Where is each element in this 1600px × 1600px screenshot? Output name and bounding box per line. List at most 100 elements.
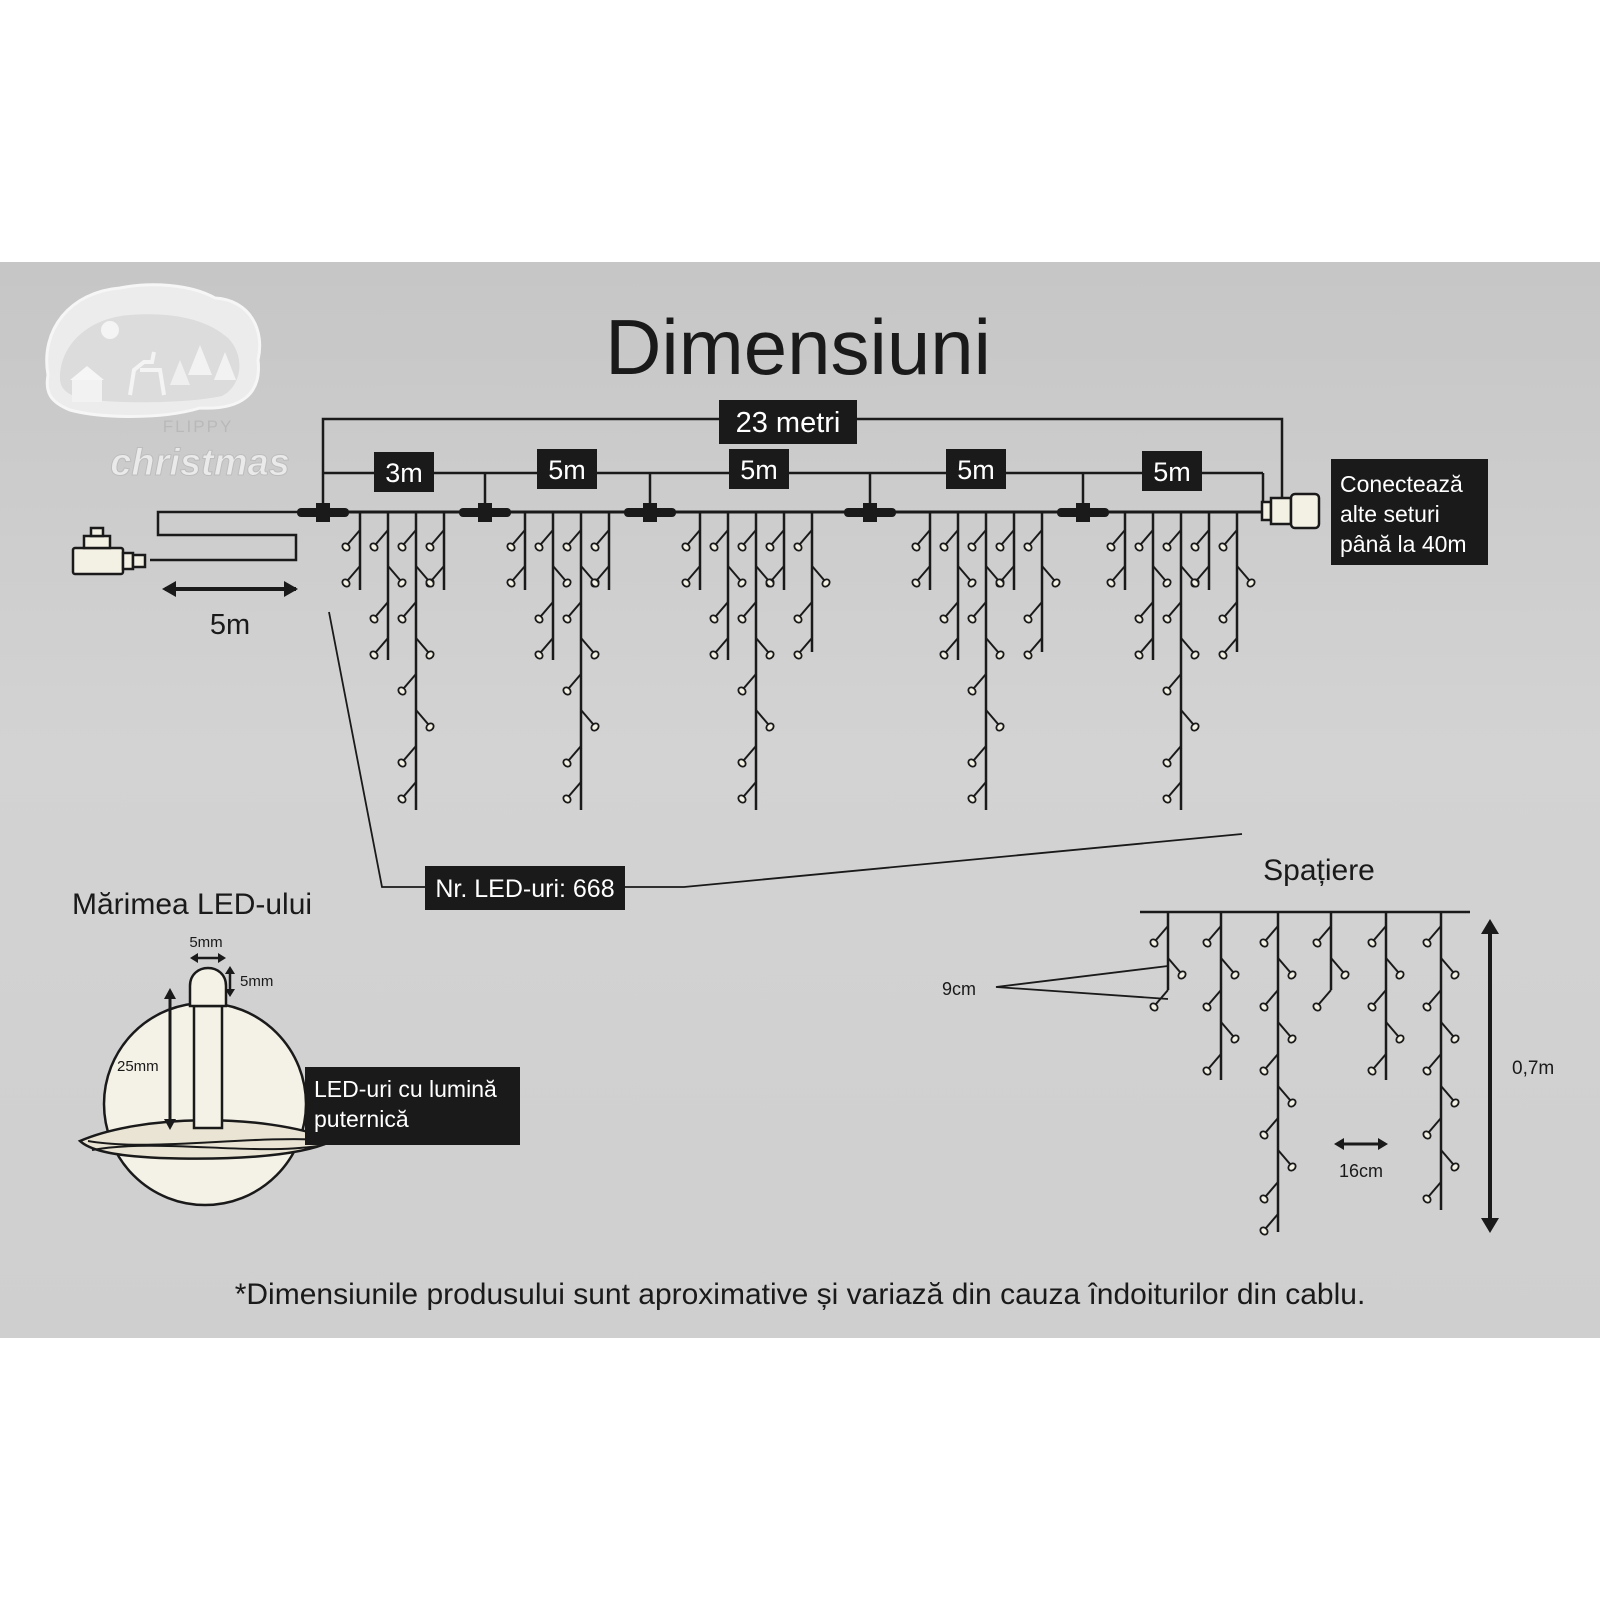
led-wire [1373, 989, 1387, 1005]
led-bulb [1422, 1130, 1432, 1140]
icicle-drop [506, 512, 527, 590]
disclaimer: *Dimensiunile produsului sunt aproximati… [235, 1278, 1366, 1311]
connect-note-line-3: până la 40m [1340, 531, 1467, 557]
led-bulb [1287, 1162, 1297, 1172]
led-bulb [939, 542, 949, 552]
led-bulb [737, 614, 747, 624]
led-bulb [1287, 1034, 1297, 1044]
led-wire [1208, 925, 1222, 941]
led-bulb [967, 542, 977, 552]
led-bulb [397, 578, 407, 588]
led-bulb [1218, 650, 1228, 660]
led-bulb [911, 578, 921, 588]
led-bulb [590, 722, 600, 732]
led-wire [403, 529, 417, 545]
led-height: 25mm [117, 1058, 159, 1075]
led-wire [1265, 1053, 1279, 1069]
led-bulb [967, 578, 977, 588]
led-wire [957, 565, 971, 581]
led-bulb [939, 650, 949, 660]
led-wire [1001, 529, 1015, 545]
led-bulb [1190, 542, 1200, 552]
connect-note-line-1: Conectează [1340, 471, 1463, 497]
led-width: 5mm [189, 934, 222, 951]
led-wire [347, 565, 361, 581]
led-bulb [1202, 938, 1212, 948]
segment-label-box [1142, 451, 1202, 491]
led-wire [1318, 989, 1332, 1005]
led-bulb [369, 650, 379, 660]
led-wire [743, 529, 757, 545]
led-bulb [765, 578, 775, 588]
led-bulb [1312, 1002, 1322, 1012]
led-bulb [369, 614, 379, 624]
led-wire [727, 565, 741, 581]
icicle-drop [681, 512, 702, 590]
icicle-drop [737, 512, 775, 810]
icicle-drop [1312, 912, 1350, 1012]
led-wire [973, 781, 987, 797]
led-wire [755, 637, 769, 653]
page-title: Dimensiuni [605, 303, 991, 391]
led-bulb [1395, 970, 1405, 980]
led-count-pointer: Nr. LED-uri: 668 [328, 611, 1243, 910]
icicle-drop [765, 512, 786, 590]
led-bulb [397, 614, 407, 624]
brand-top: FLIPPY [163, 417, 234, 436]
led-bulb [821, 578, 831, 588]
led-wire [1224, 601, 1238, 617]
icicle-drop [1422, 912, 1460, 1210]
led-wire [985, 709, 999, 725]
led-bulb [1149, 1002, 1159, 1012]
led-size-heading: Mărimea LED-ului [72, 888, 312, 921]
led-wire [743, 745, 757, 761]
led-wire [415, 709, 429, 725]
led-wire [1220, 957, 1234, 973]
led-bulb [506, 578, 516, 588]
led-wire [1428, 1053, 1442, 1069]
led-bulb [995, 722, 1005, 732]
led-bulb [397, 542, 407, 552]
led-wire [1440, 957, 1454, 973]
led-wire [1224, 529, 1238, 545]
led-bulb [1422, 1066, 1432, 1076]
led-wire [799, 601, 813, 617]
led-bulb [709, 650, 719, 660]
led-bulb [967, 794, 977, 804]
led-bulb [709, 614, 719, 624]
led-wire [1155, 925, 1169, 941]
led-wire [1265, 1181, 1279, 1197]
led-wire [1428, 1181, 1442, 1197]
brand-logo: FLIPPY christmas [45, 283, 290, 485]
lead-length: 5m [210, 609, 250, 641]
led-wire [431, 565, 445, 581]
led-wire [1208, 989, 1222, 1005]
led-bulb [737, 578, 747, 588]
power-adapter-icon [71, 526, 147, 576]
icicle-drop [1202, 912, 1240, 1080]
led-wire [568, 781, 582, 797]
led-wire [1140, 637, 1154, 653]
led-wire [540, 601, 554, 617]
led-bulb [534, 614, 544, 624]
led-wire [973, 529, 987, 545]
led-wire [1385, 957, 1399, 973]
led-bulb [562, 614, 572, 624]
led-bulb [681, 542, 691, 552]
led-wire [1112, 529, 1126, 545]
led-bulb [1134, 614, 1144, 624]
led-wire [1029, 601, 1043, 617]
led-wire [985, 637, 999, 653]
led-gap-label: 9cm [942, 979, 976, 999]
led-wire [1265, 989, 1279, 1005]
led-wire [1373, 1053, 1387, 1069]
icicle-drop [425, 512, 446, 590]
led-wire [715, 601, 729, 617]
led-wire [1208, 1053, 1222, 1069]
led-bulb-icon [188, 966, 228, 1130]
led-bulb [1134, 650, 1144, 660]
led-bulb [425, 542, 435, 552]
led-bulb [1218, 542, 1228, 552]
led-bulb [1259, 1194, 1269, 1204]
